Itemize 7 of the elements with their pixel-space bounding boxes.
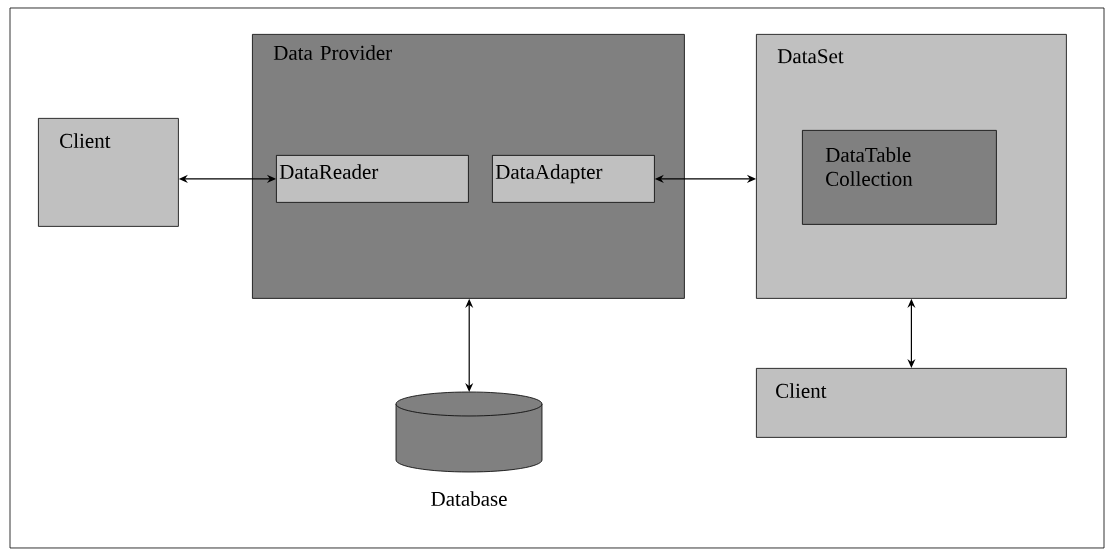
table-box: DataTable Collection [802, 130, 997, 225]
component-box: DataAdapter [492, 155, 655, 203]
client-box: Client [38, 118, 179, 227]
node-label: Database [431, 491, 507, 506]
component-box: DataReader [276, 155, 469, 203]
database-cylinder: Database [395, 391, 543, 506]
client-box: Client [756, 368, 1067, 438]
